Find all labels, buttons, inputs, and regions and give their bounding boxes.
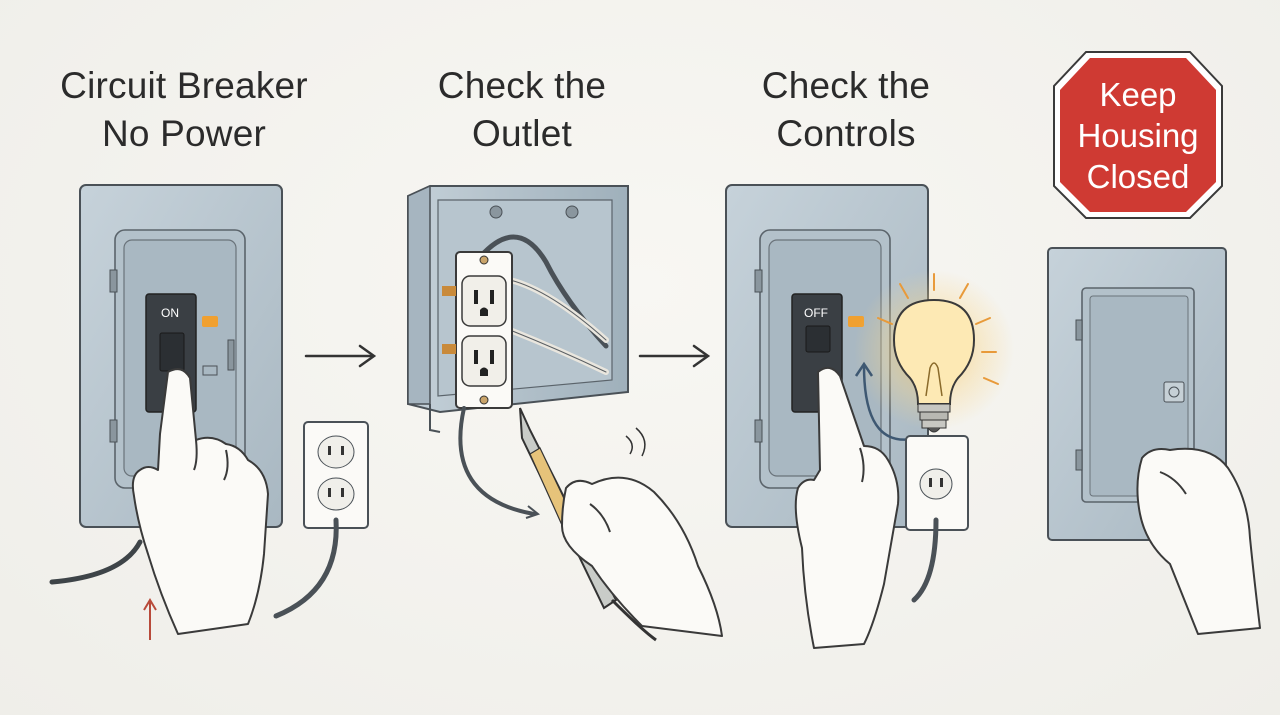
step1-hand-icon [131,368,269,635]
arrow-right-icon [304,344,377,368]
step1-switch-label: ON [161,306,179,320]
step2-duplex-outlet [442,251,513,409]
step2-wires [473,234,609,375]
step3-title-line2: Controls [776,113,916,154]
step2-title-line2: Outlet [472,113,572,154]
step1-indicator-light [202,316,218,327]
step3-outlet-cable [911,517,939,603]
arrow-right-icon [638,344,711,368]
step3-title: Check the Controls [696,62,996,158]
step3-outlet [905,435,969,531]
step1-title-line1: Circuit Breaker [60,65,308,106]
step1-cable [49,539,143,585]
step2-title-line1: Check the [437,65,607,106]
light-rays [877,273,999,385]
step1-outlet-cable [273,517,339,619]
sign-line1: Keep [1099,76,1177,113]
stop-sign-text: Keep Housing Closed [1054,74,1222,197]
step2-open-box [407,184,629,433]
step1-title: Circuit Breaker No Power [34,62,334,158]
step2-hand-icon [561,476,723,637]
light-bulb-icon [892,298,976,433]
sign-line3: Closed [1086,158,1190,195]
step3-switch-label: OFF [804,306,828,320]
sign-line2: Housing [1077,117,1199,154]
step4-hand-icon [1136,447,1261,635]
step1-outlet [303,421,369,529]
step1-indicator-slot [202,365,218,376]
step2-wire-out [458,406,536,516]
step1-title-line2: No Power [101,113,267,154]
stop-sign-icon [1053,51,1223,219]
step2-title: Check the Outlet [372,62,672,158]
step3-title-line1: Check the [761,65,931,106]
step3-hand-icon [794,366,900,649]
vibration-marks [625,427,646,457]
